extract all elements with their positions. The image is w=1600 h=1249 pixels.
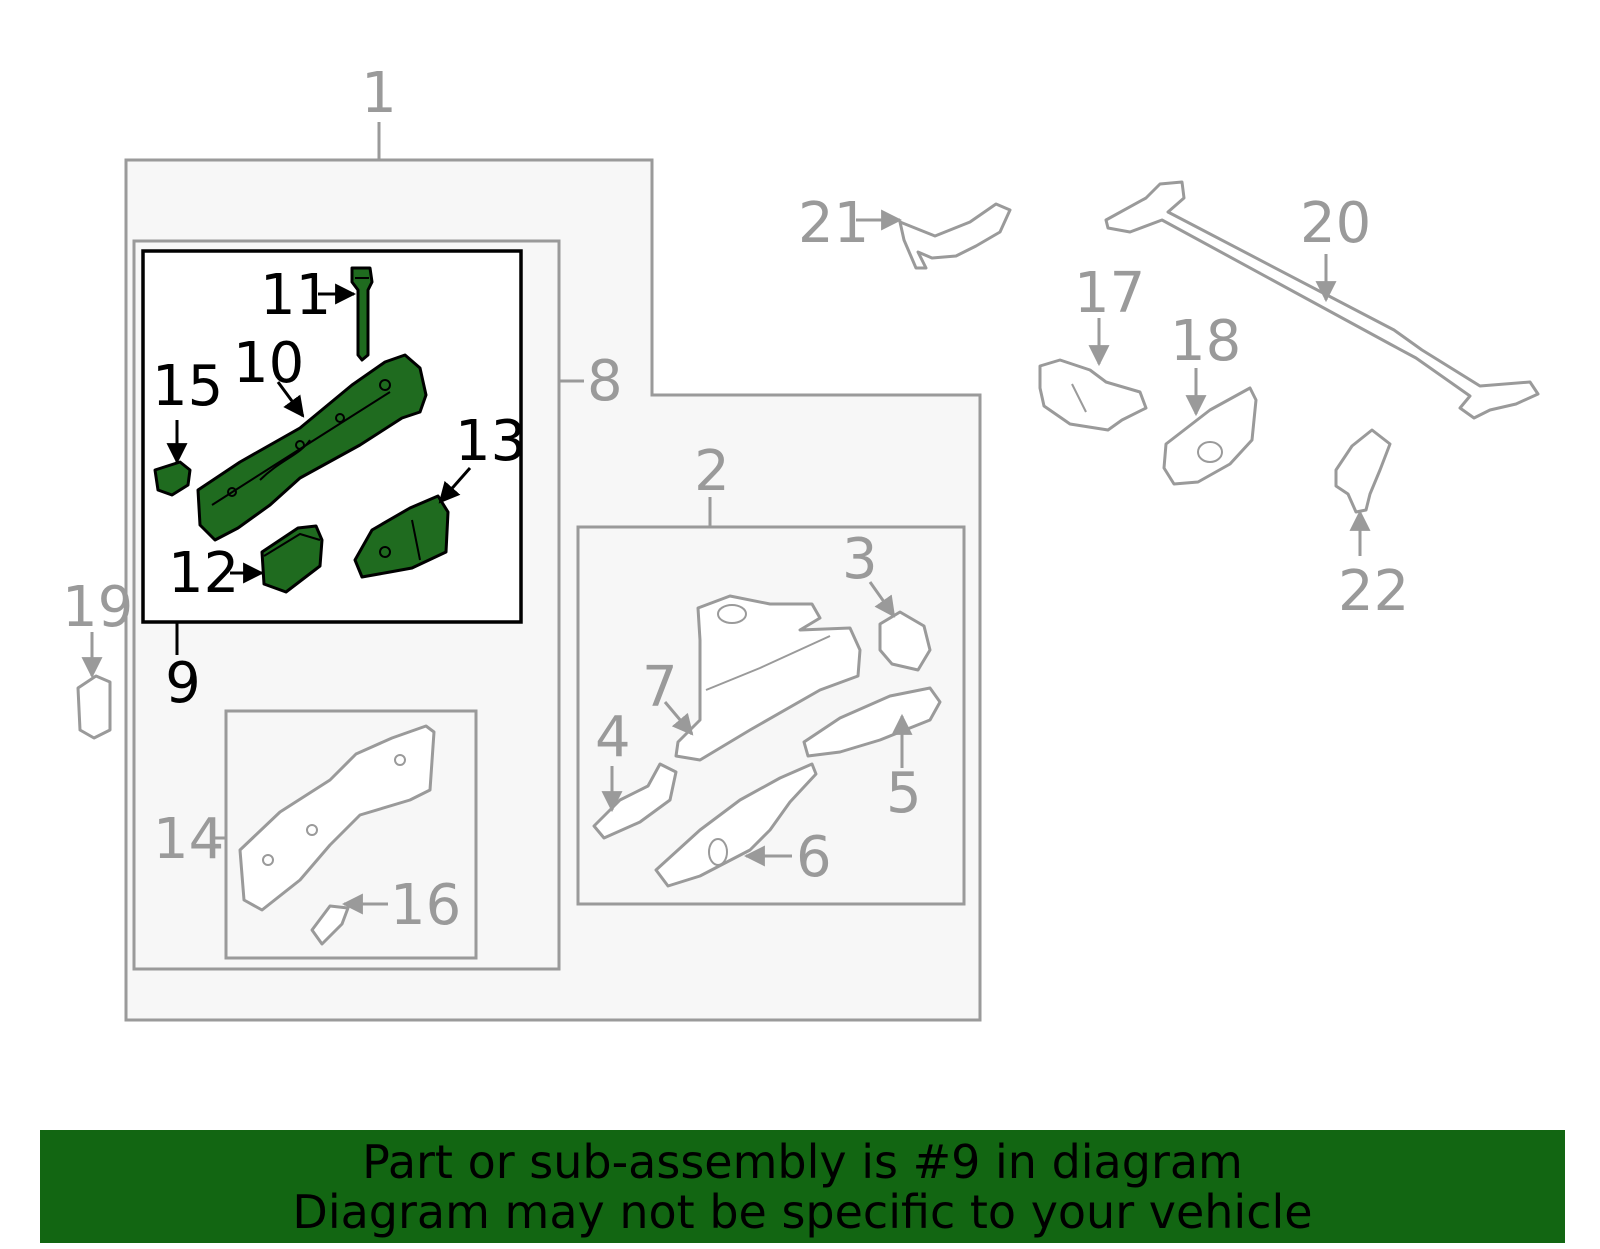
callout-5: 5 [886, 761, 922, 826]
callout-3: 3 [842, 527, 878, 592]
info-banner: Part or sub-assembly is #9 in diagram Di… [40, 1130, 1565, 1243]
callout-6: 6 [796, 825, 832, 890]
callout-3-leader [868, 581, 896, 618]
part-13-bracket[interactable] [353, 494, 450, 579]
banner-line-1: Part or sub-assembly is #9 in diagram [362, 1134, 1243, 1189]
part-4-bracket[interactable] [592, 762, 678, 840]
part-7-front-rail[interactable] [674, 594, 862, 762]
callout-10: 10 [233, 331, 304, 396]
part-10-frame-rail[interactable] [196, 353, 428, 542]
callout-21: 21 [798, 191, 869, 256]
callout-13-leader [438, 467, 472, 504]
callout-8: 8 [587, 349, 623, 414]
callout-2: 2 [694, 439, 730, 504]
callout-14: 14 [153, 807, 224, 872]
callout-11: 11 [260, 263, 331, 328]
part-22-bracket[interactable] [1334, 428, 1392, 514]
part-18-mount[interactable] [1162, 386, 1258, 486]
part-14-side-member[interactable] [238, 724, 436, 912]
banner-line-2: Diagram may not be specific to your vehi… [292, 1184, 1313, 1239]
part-12-block[interactable] [260, 524, 324, 594]
part-19-plate[interactable] [76, 674, 112, 740]
callout-18: 18 [1170, 309, 1241, 374]
callout-15: 15 [152, 354, 223, 419]
part-3-bracket[interactable] [878, 610, 932, 672]
part-5-reinforcement[interactable] [802, 686, 942, 758]
callout-20: 20 [1300, 191, 1371, 256]
callout-12: 12 [168, 541, 239, 606]
callout-17: 17 [1074, 261, 1145, 326]
callout-9: 9 [165, 651, 201, 716]
part-21-bracket[interactable] [898, 202, 1012, 270]
callout-7: 7 [642, 655, 678, 720]
callout-13: 13 [455, 409, 526, 474]
callout-7-leader [663, 701, 694, 736]
callout-10-leader [276, 381, 305, 418]
part-16-gusset[interactable] [310, 904, 350, 946]
callout-16: 16 [390, 873, 461, 938]
callout-19: 19 [62, 575, 133, 640]
callout-4: 4 [595, 705, 631, 770]
callout-22: 22 [1338, 559, 1409, 624]
part-6-rail[interactable] [654, 762, 818, 888]
part-17-mount[interactable] [1038, 358, 1148, 432]
callout-1: 1 [361, 61, 397, 126]
